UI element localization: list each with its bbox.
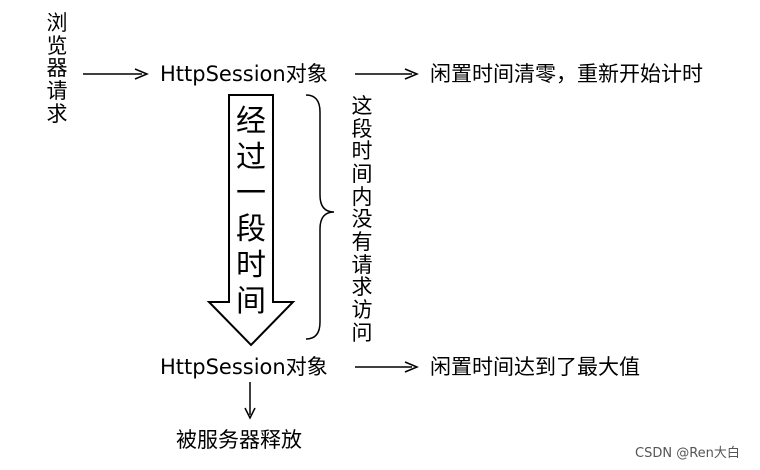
elapsed-time-char: 过 <box>236 140 266 175</box>
arrowhead-reset <box>404 68 419 80</box>
no-request-char: 有 <box>351 230 373 255</box>
no-request-char: 求 <box>351 275 373 300</box>
elapsed-time-char: 段 <box>236 212 266 247</box>
arrowhead-request <box>134 68 149 80</box>
no-request-char: 没 <box>351 207 373 232</box>
elapsed-time-label: 经过一段时间 <box>231 104 271 320</box>
no-request-char: 请 <box>351 252 373 277</box>
browser-request-char: 求 <box>46 101 68 126</box>
no-request-char: 时 <box>351 139 373 164</box>
no-request-char: 问 <box>351 320 373 345</box>
watermark: CSDN @Ren大白 <box>635 446 740 461</box>
browser-request-char: 器 <box>46 56 68 81</box>
elapsed-time-char: 一 <box>236 176 266 211</box>
browser-request-label: 浏览器请求 <box>45 12 69 125</box>
arrowhead-max <box>404 361 419 373</box>
big-down-arrow <box>206 94 296 347</box>
no-request-char: 段 <box>351 116 373 141</box>
elapsed-time-char: 经 <box>236 104 266 139</box>
no-request-char: 访 <box>351 298 373 323</box>
elapsed-time-char: 间 <box>236 284 266 319</box>
idle-reset-note: 闲置时间清零，重新开始计时 <box>430 62 703 86</box>
no-request-char: 这 <box>351 94 373 118</box>
elapsed-time-char: 时 <box>236 248 266 283</box>
released-by-server-label: 被服务器释放 <box>176 428 302 452</box>
curly-brace <box>305 94 335 340</box>
session-object-bottom: HttpSession对象 <box>160 355 328 379</box>
idle-max-note: 闲置时间达到了最大值 <box>430 355 640 379</box>
no-request-char: 间 <box>351 162 373 187</box>
browser-request-char: 请 <box>46 79 68 104</box>
session-object-top: HttpSession对象 <box>160 62 328 86</box>
arrowhead-released <box>244 407 256 420</box>
no-request-label: 这段时间内没有请求访问 <box>350 95 374 344</box>
browser-request-char: 浏 <box>46 11 68 35</box>
no-request-char: 内 <box>351 184 373 209</box>
browser-request-char: 览 <box>46 33 68 58</box>
